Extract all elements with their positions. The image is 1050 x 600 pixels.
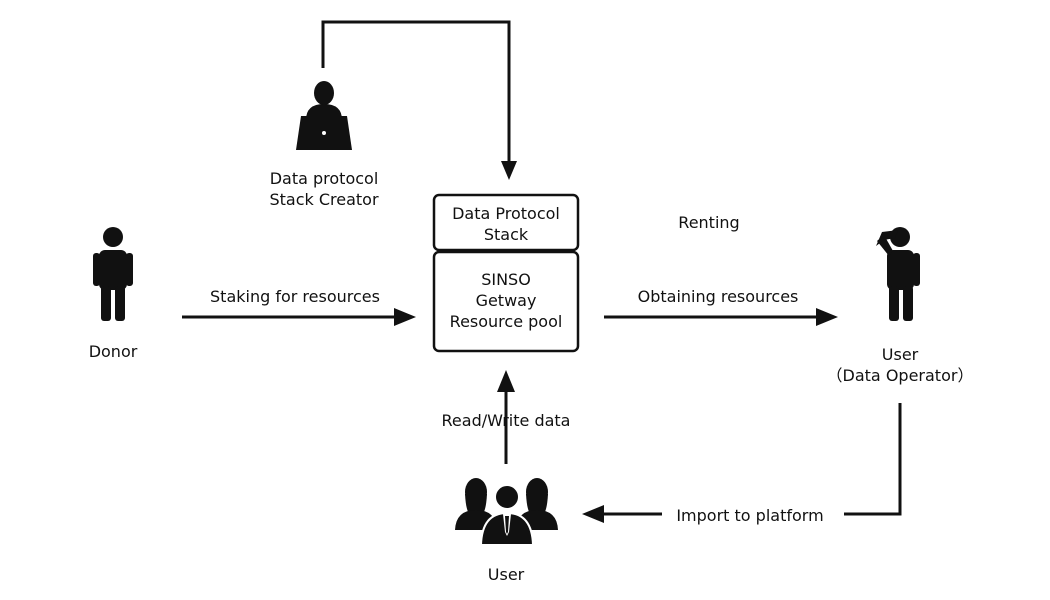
creator-to-stack-arrowhead [501,161,517,180]
import-connector-right [844,403,902,516]
user-group-icon [455,478,558,546]
obtaining-label: Obtaining resources [637,287,799,306]
renting-label: Renting [678,213,740,232]
person-saluting-icon [876,227,920,321]
protocol-stack-box [432,193,580,252]
user-group-label: User [487,565,525,584]
resource-pool-line1: SINSO [481,270,531,289]
resource-pool-line2: Getway [475,291,537,310]
resource-pool-box [432,250,580,353]
operator-label-line2: （Data Operator） [826,366,974,385]
protocol-stack-label: Data Protocol Stack [434,203,578,245]
operator-label: User （Data Operator） [820,344,980,386]
creator-label-line1: Data protocol [269,169,379,188]
operator-label-line1: User [881,345,919,364]
resource-pool-line3: Resource pool [449,312,563,331]
import-label: Import to platform [676,506,824,525]
protocol-stack-line1: Data Protocol [452,204,560,223]
read-write-label: Read/Write data [441,411,571,430]
creator-to-stack-connector [321,20,511,170]
staking-arrowhead [394,308,416,326]
import-arrowhead [582,505,604,523]
read-write-arrowhead [497,370,515,392]
creator-label-line2: Stack Creator [269,190,379,209]
donor-label: Donor [88,342,138,361]
protocol-stack-line2: Stack [483,225,529,244]
staking-label: Staking for resources [210,287,380,306]
person-standing-icon [93,227,133,321]
resource-pool-label: SINSO Getway Resource pool [434,269,578,332]
obtaining-arrowhead [816,308,838,326]
person-with-laptop-icon [296,81,352,150]
creator-label: Data protocol Stack Creator [254,168,394,210]
